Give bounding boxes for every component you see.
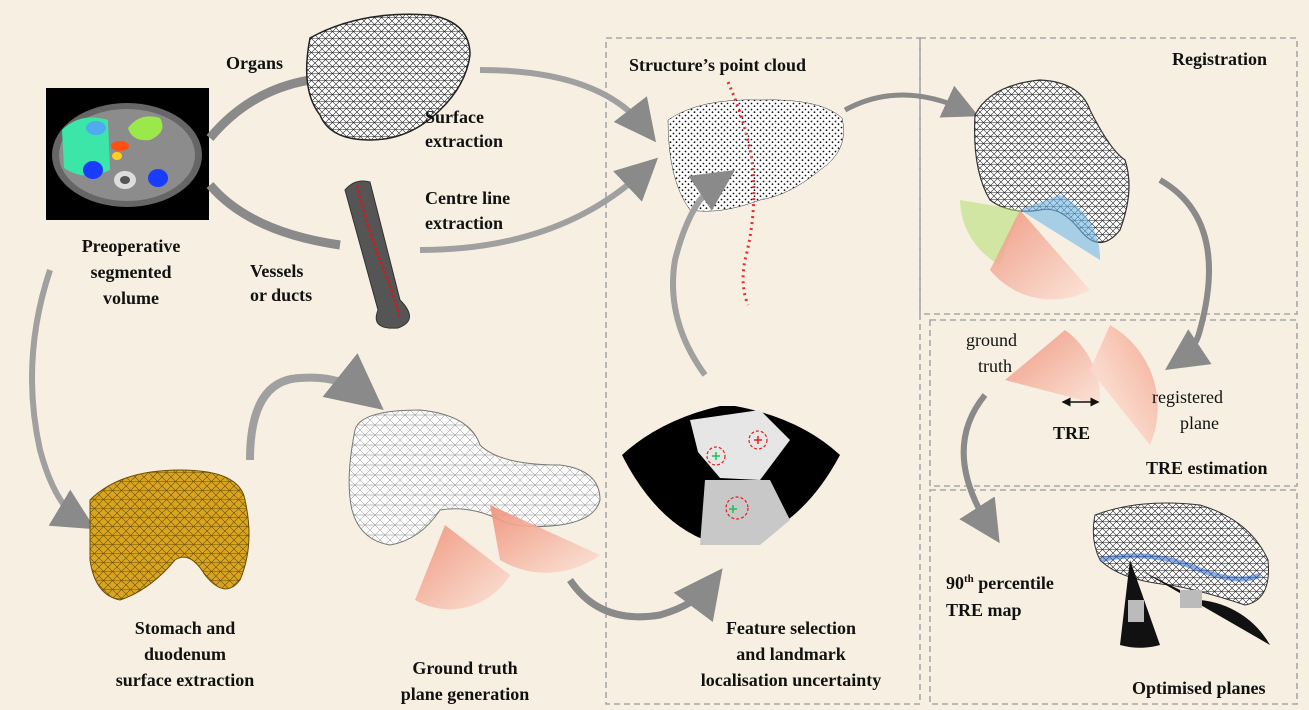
arrow-stomach-to-groundtruth bbox=[250, 378, 365, 460]
tre-plane-registered bbox=[1090, 325, 1158, 445]
ct-scan-image bbox=[46, 88, 209, 220]
label-preop-1: Preoperative bbox=[66, 233, 196, 259]
label-surface-extraction-1: Surface bbox=[425, 104, 484, 130]
point-cloud-liver bbox=[668, 100, 844, 211]
arrow-ct-to-vessels bbox=[210, 185, 340, 245]
label-point-cloud: Structure’s point cloud bbox=[629, 52, 806, 78]
label-ground-truth-1: ground bbox=[966, 327, 1017, 353]
ultrasound-fan bbox=[622, 406, 840, 545]
arrow-registration-to-tre bbox=[1160, 180, 1209, 360]
label-registered-1: registered bbox=[1152, 384, 1223, 410]
label-registration: Registration bbox=[1172, 46, 1267, 72]
label-vessels-1: Vessels bbox=[250, 258, 303, 284]
stomach-gold-mesh bbox=[90, 470, 249, 600]
optimised-stomach-mesh bbox=[1093, 503, 1268, 605]
label-feature-3: localisation uncertainty bbox=[676, 667, 906, 693]
label-gt-plane-2: plane generation bbox=[385, 681, 545, 707]
groundtruth-stomach-mesh bbox=[349, 410, 600, 545]
label-tre-map: TRE map bbox=[946, 597, 1022, 623]
label-stomach-3: surface extraction bbox=[95, 667, 275, 693]
label-ground-truth-2: truth bbox=[978, 353, 1012, 379]
vessel-tube bbox=[345, 181, 410, 328]
arrow-organs-to-cloud bbox=[480, 70, 645, 128]
arrow-ct-to-organs bbox=[210, 80, 310, 138]
label-surface-extraction-2: extraction bbox=[425, 128, 503, 154]
label-percentile-number: 90 bbox=[946, 573, 964, 593]
label-feature-1: Feature selection bbox=[676, 615, 906, 641]
arrow-tre-to-optimised bbox=[964, 395, 990, 528]
label-vessels-2: or ducts bbox=[250, 282, 312, 308]
label-tre-estimation: TRE estimation bbox=[1146, 455, 1268, 481]
label-gt-plane-1: Ground truth bbox=[385, 655, 545, 681]
label-stomach-1: Stomach and bbox=[95, 615, 275, 641]
label-registered-2: plane bbox=[1180, 410, 1219, 436]
label-stomach-2: duodenum bbox=[95, 641, 275, 667]
label-organs: Organs bbox=[226, 50, 283, 76]
label-percentile-suffix: th bbox=[964, 573, 974, 585]
tre-plane-ground-truth bbox=[1005, 330, 1100, 405]
arrow-groundtruth-to-feature bbox=[570, 580, 710, 617]
label-feature-2: and landmark bbox=[676, 641, 906, 667]
label-preop-3: volume bbox=[66, 285, 196, 311]
label-centre-line-2: extraction bbox=[425, 210, 503, 236]
label-tre: TRE bbox=[1053, 420, 1090, 446]
label-percentile: 90th percentile bbox=[946, 570, 1054, 596]
arrow-cloud-to-registration bbox=[845, 95, 965, 110]
label-optimised: Optimised planes bbox=[1132, 675, 1266, 701]
label-centre-line-1: Centre line bbox=[425, 185, 510, 211]
label-preop-2: segmented bbox=[66, 259, 196, 285]
label-percentile-rest: percentile bbox=[974, 573, 1054, 593]
groundtruth-plane-1 bbox=[415, 525, 510, 609]
